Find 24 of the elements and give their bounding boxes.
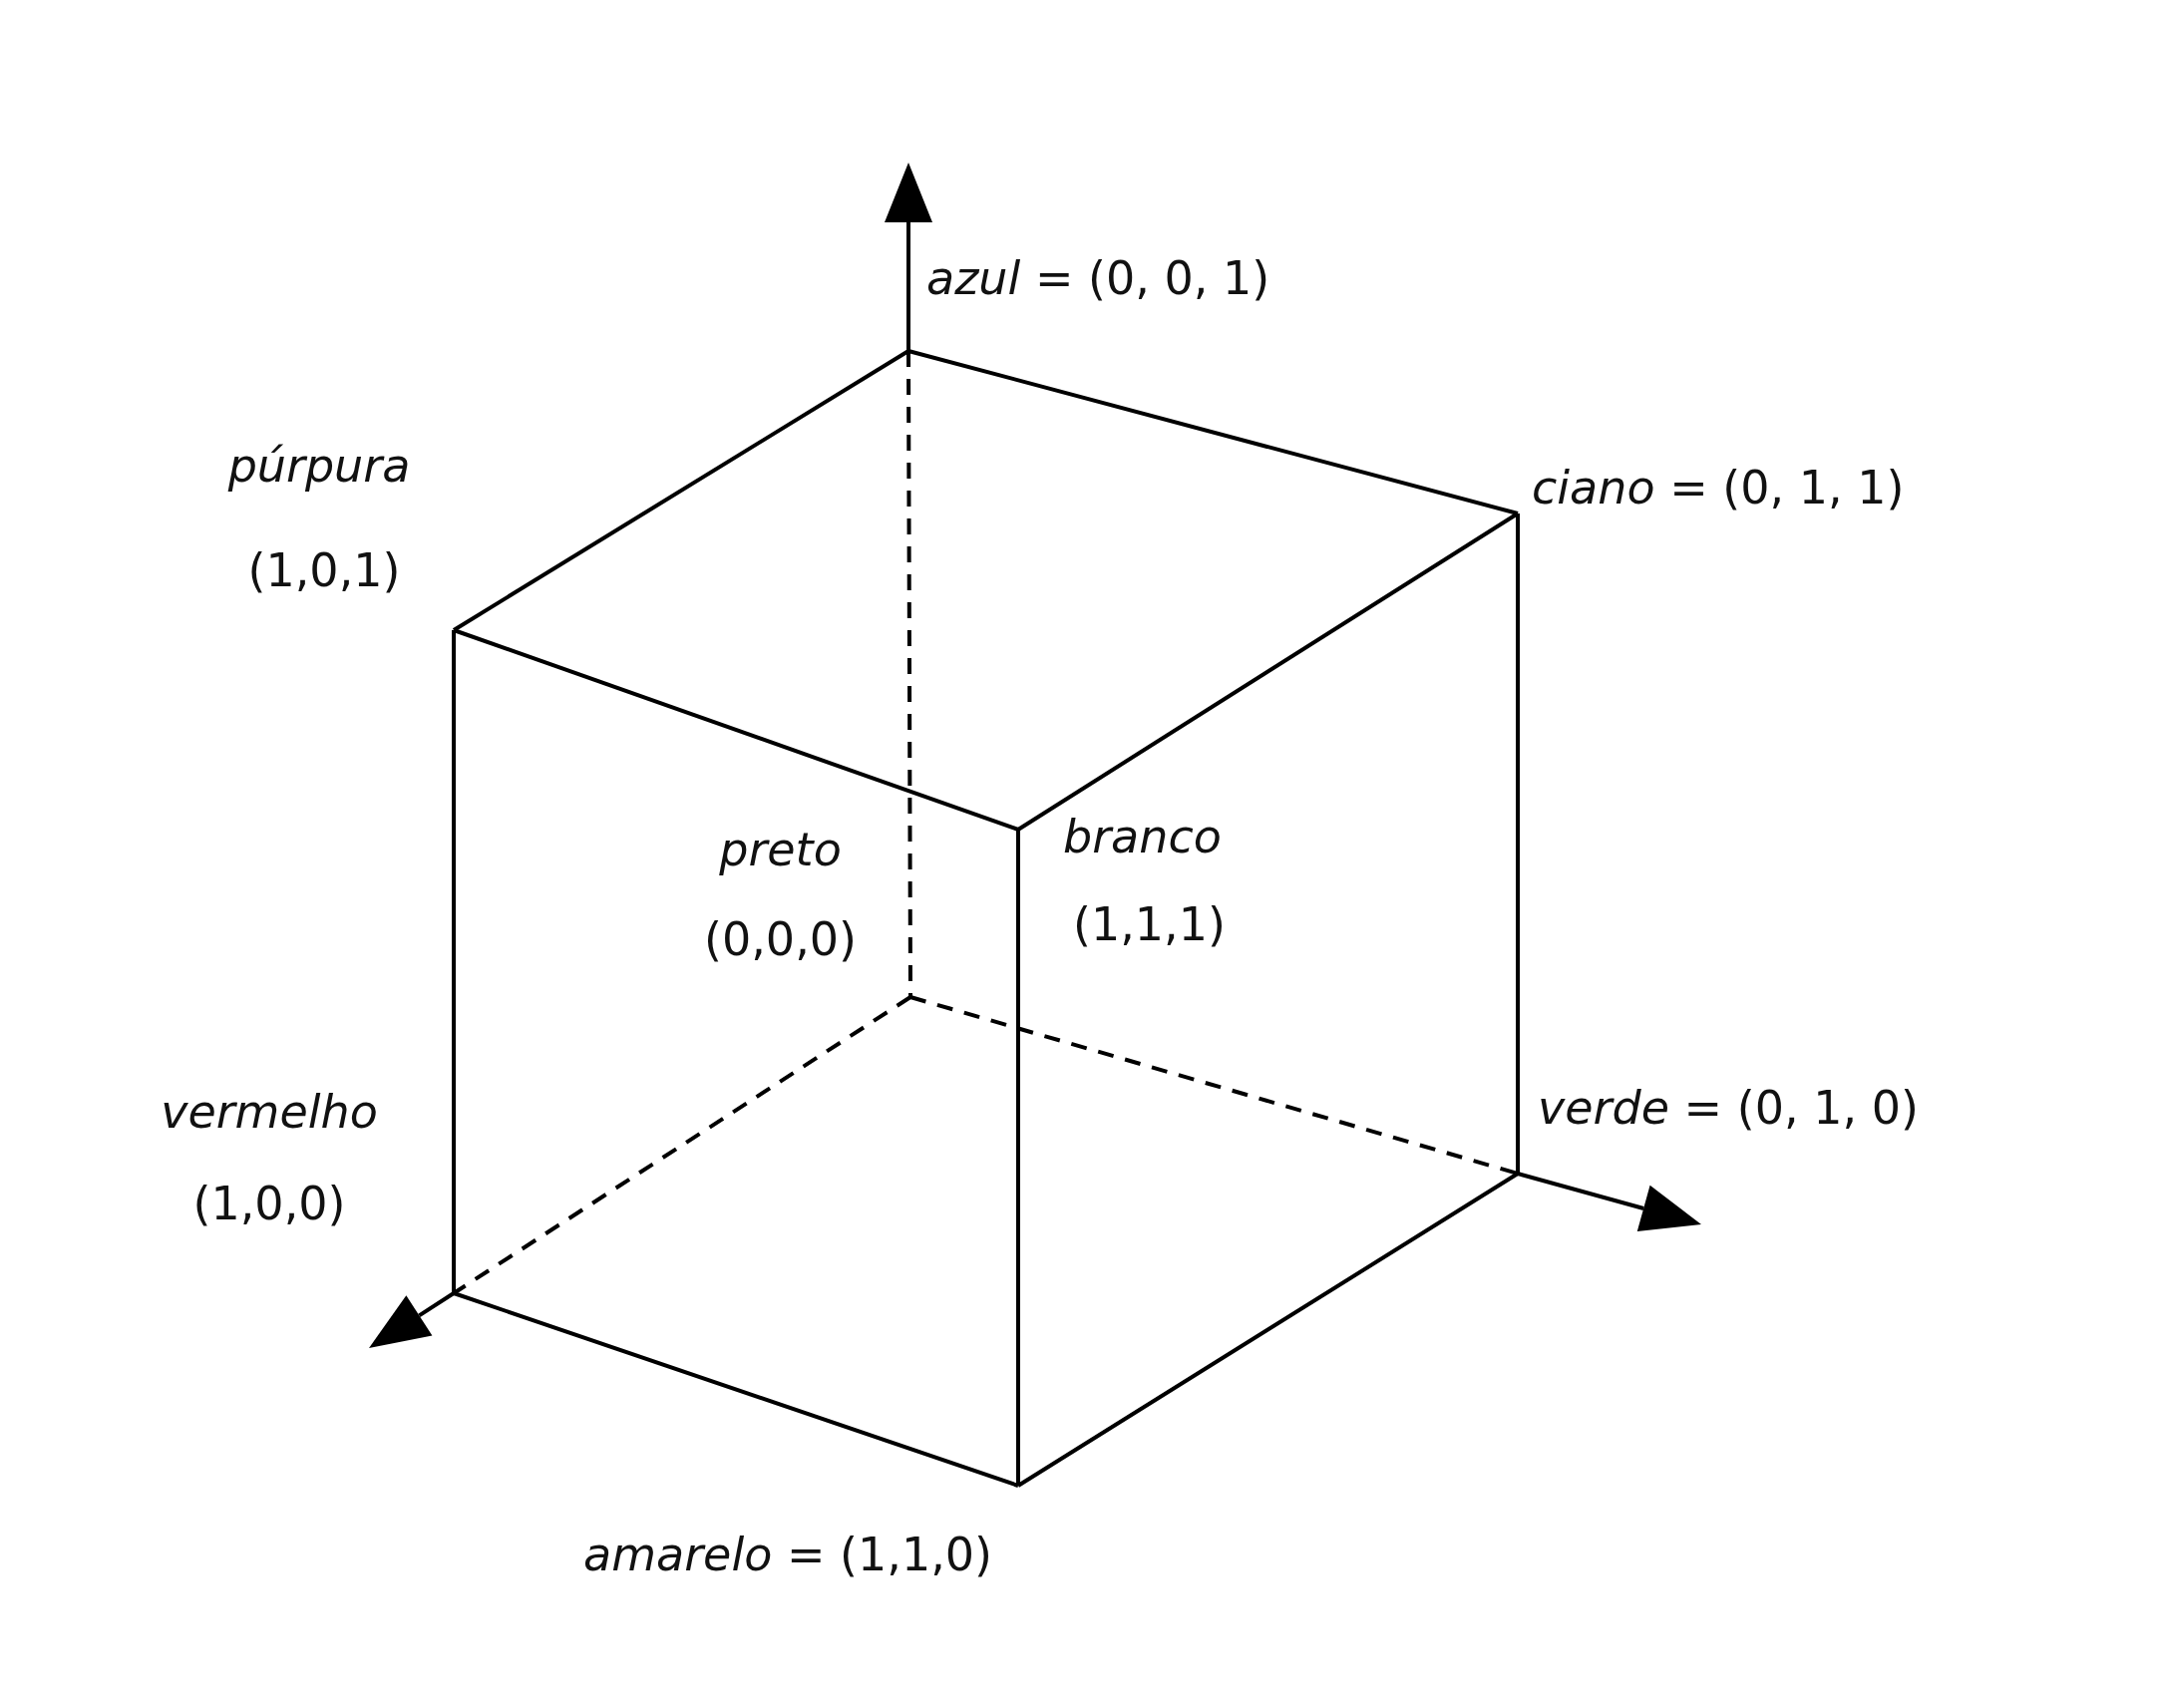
cube-edge xyxy=(452,630,456,1293)
coordinate-label: (1,0,1) xyxy=(246,543,402,599)
coordinate-label: (0,0,0) xyxy=(703,912,858,968)
vertex-label: verde = (0, 1, 0) xyxy=(1538,1081,1919,1137)
coordinate-label: (1,0,0) xyxy=(191,1177,347,1232)
vertex-label: ciano = (0, 1, 1) xyxy=(1532,461,1905,516)
color-name: púrpura xyxy=(226,439,412,495)
cube-edge xyxy=(453,628,1019,832)
cube-edge xyxy=(1016,830,1020,1486)
cube-edge xyxy=(907,349,1519,515)
color-name: branco xyxy=(1063,810,1222,865)
coordinate-label: (1,1,1) xyxy=(1073,897,1226,953)
cube-edge xyxy=(1016,1172,1520,1488)
cube-edge xyxy=(1516,513,1520,1174)
hidden-cube-edge xyxy=(452,995,912,1295)
color-name: preto xyxy=(718,823,843,878)
cube-edge xyxy=(452,349,910,632)
color-name: vermelho xyxy=(160,1085,379,1141)
hidden-cube-edge xyxy=(906,351,912,997)
cube-edge xyxy=(1016,512,1520,832)
vertex-label: azul = (0, 0, 1) xyxy=(926,251,1270,307)
hidden-cube-edge xyxy=(909,995,1519,1176)
cube-edge xyxy=(453,1291,1019,1488)
vertex-label: amarelo = (1,1,0) xyxy=(583,1528,993,1583)
